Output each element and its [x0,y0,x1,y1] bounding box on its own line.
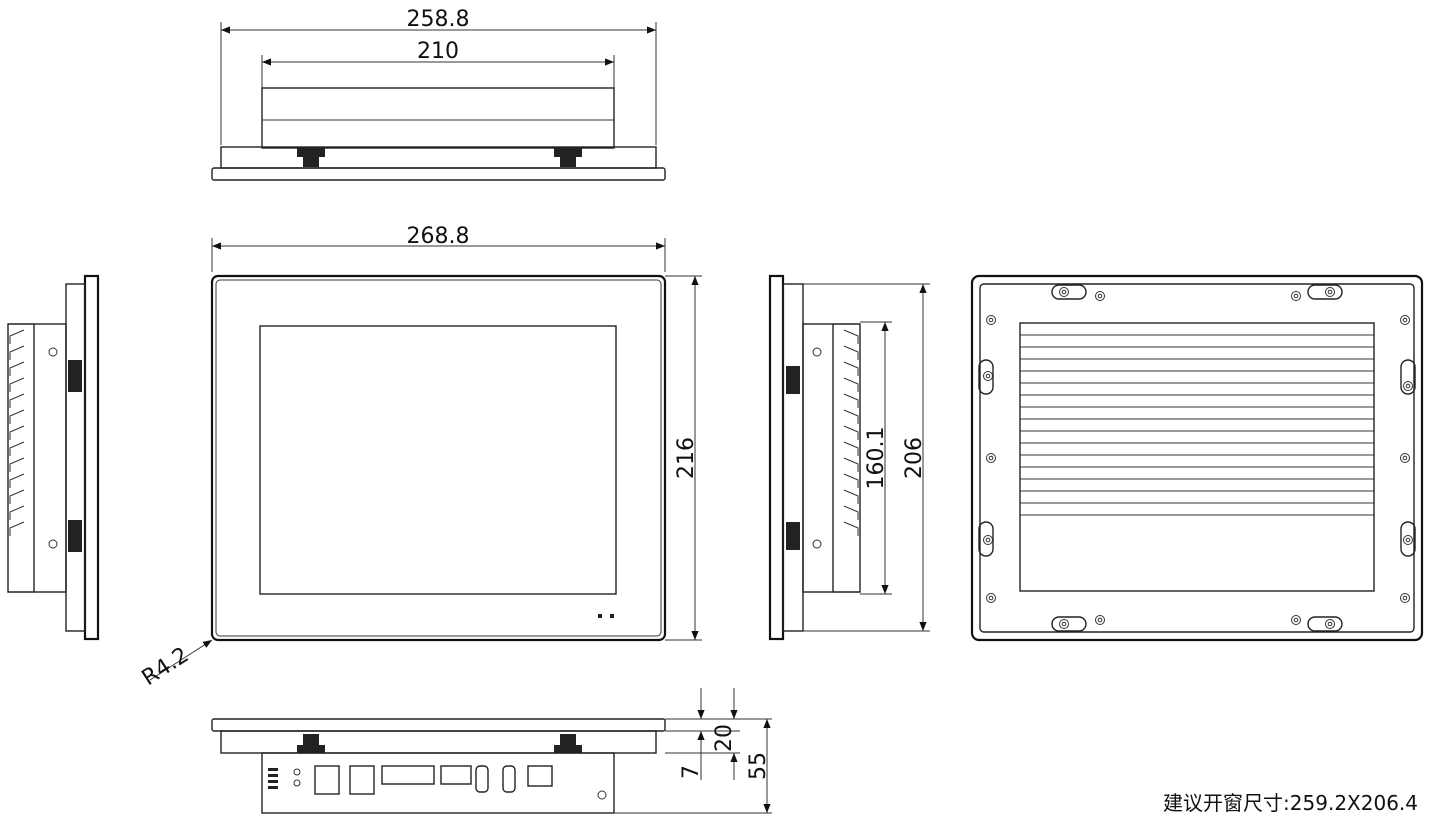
screw-center [1097,293,1103,299]
heatsink-fin [843,521,859,536]
heatsink-fin [9,521,25,536]
screw-center [1402,455,1408,461]
top-overall-width-label: 258.8 [407,7,470,32]
bezel-depth-label: 7 [679,765,704,779]
screw [983,535,993,545]
screw [1400,453,1410,463]
cutout-note: 建议开窗尺寸:259.2X206.4 [1163,791,1418,815]
screw-center [1061,621,1067,627]
screw-center [988,317,994,323]
heatsink-fin [843,329,859,344]
screw-center [1061,289,1067,295]
screw-center [1405,383,1411,389]
total-depth-label: 55 [746,752,771,780]
heatsink-fin [843,457,859,472]
heatsink-fin [843,345,859,360]
screw [1291,291,1301,301]
screw [986,593,996,603]
top-view: 258.8 210 [211,7,666,181]
heatsink-fin [843,489,859,504]
screw [1059,287,1069,297]
screw [983,371,993,381]
side-inner-height-label: 160.1 [864,427,889,490]
screw-center [1293,293,1299,299]
heatsink-fin [9,473,25,488]
screw [1403,535,1413,545]
rear-view [970,274,1424,642]
screw-center [1097,617,1103,623]
side-height-label: 206 [902,437,927,479]
screw [1400,593,1410,603]
screw [1095,615,1105,625]
heatsink-fin [843,393,859,408]
screw-center [1327,621,1333,627]
heatsink-fin [843,377,859,392]
left-side-view [7,274,100,641]
heatsink-fin [843,473,859,488]
screw [1325,619,1335,629]
screw [1325,287,1335,297]
heatsink-fin [9,441,25,456]
heatsink-fin [843,441,859,456]
screw-center [988,595,994,601]
heatsink-fin [843,409,859,424]
screw-center [1327,289,1333,295]
heatsink-fin [9,505,25,520]
screw-center [1405,537,1411,543]
heatsink-fin [9,409,25,424]
screw-center [988,455,994,461]
front-height-label: 216 [674,437,699,479]
screw [1403,381,1413,391]
screw [1059,619,1069,629]
bottom-view: 7 20 55 [211,688,772,814]
screw-center [985,373,991,379]
screw [1291,615,1301,625]
screw [986,315,996,325]
heatsink-fin [9,425,25,440]
screw [1095,291,1105,301]
top-body-width-label: 210 [417,39,459,64]
heatsink-fin [843,425,859,440]
heatsink-fin [9,361,25,376]
heatsink-fin [9,457,25,472]
heatsink-fin [843,505,859,520]
heatsink-fin [9,377,25,392]
right-side-view: 160.1 206 [768,274,930,641]
screw [1400,315,1410,325]
front-width-label: 268.8 [407,224,470,249]
screw-center [1402,317,1408,323]
front-view: 268.8 216 R4.2 [138,224,702,691]
corner-radius-label: R4.2 [138,643,194,691]
heatsink-fin [9,329,25,344]
heatsink-fin [9,489,25,504]
screw [986,453,996,463]
heatsink-fin [9,393,25,408]
screw-center [1293,617,1299,623]
screw-center [985,537,991,543]
heatsink-fin [843,361,859,376]
heatsink-fin [9,345,25,360]
screw-center [1402,595,1408,601]
mount-depth-label: 20 [712,724,737,752]
